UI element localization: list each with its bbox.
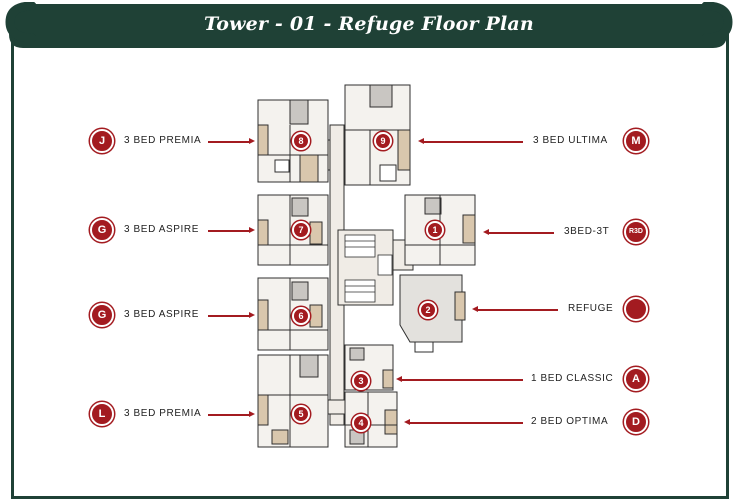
leader-arrow-m [418,138,424,144]
refuge-badge [624,297,648,321]
leader-line-m [423,141,523,143]
leader-line-d [409,422,523,424]
leader-arrow-3bed-3t [483,229,489,235]
unit-type-label-l: 3 BED PREMIA [124,408,202,419]
unit-badge-5: 5 [292,405,310,423]
unit-badge-7: 7 [292,221,310,239]
unit-type-label-3bed-3t: 3BED-3T [564,226,610,237]
unit-badge-3: 3 [352,372,370,390]
page-title: Tower - 01 - Refuge Floor Plan [204,13,534,35]
leader-arrow-refuge [472,306,478,312]
unit-5-plan [257,354,329,448]
unit-type-badge-3bed-3t: R3D [624,220,648,244]
unit-type-badge-d: D [624,410,648,434]
unit-badge-1: 1 [426,221,444,239]
leader-arrow-g-lower [249,312,255,318]
leader-line-g-upper [208,230,250,232]
leader-arrow-g-upper [249,227,255,233]
unit-type-label-d: 2 BED OPTIMA [531,416,609,427]
unit-type-label-refuge: REFUGE [568,303,614,314]
unit-badge-8: 8 [292,132,310,150]
leader-arrow-l [249,411,255,417]
unit-type-badge-m: M [624,129,648,153]
unit-type-badge-a: A [624,367,648,391]
unit-badge-6: 6 [292,307,310,325]
unit-type-badge-j: J [90,129,114,153]
leader-line-j [208,141,250,143]
unit-badge-9: 9 [374,132,392,150]
core [344,234,393,303]
leader-line-g-lower [208,315,250,317]
unit-badge-2: 2 [419,301,437,319]
unit-badge-4: 4 [352,414,370,432]
leader-line-3bed-3t [488,232,554,234]
leader-arrow-j [249,138,255,144]
leader-line-a [401,379,523,381]
unit-type-label-g-upper: 3 BED ASPIRE [124,224,200,235]
banner-scroll-left [5,2,36,42]
leader-line-refuge [477,309,558,311]
unit-type-badge-g-upper: G [90,218,114,242]
unit-type-label-m: 3 BED ULTIMA [533,135,608,146]
title-banner [9,4,727,48]
unit-type-label-g-lower: 3 BED ASPIRE [124,309,200,320]
unit-type-badge-l: L [90,402,114,426]
unit-type-badge-g-lower: G [90,303,114,327]
unit-type-label-a: 1 BED CLASSIC [531,373,614,384]
banner-scroll-right [702,2,733,42]
unit-type-label-j: 3 BED PREMIA [124,135,202,146]
leader-arrow-a [396,376,402,382]
leader-line-l [208,414,250,416]
leader-arrow-d [404,419,410,425]
